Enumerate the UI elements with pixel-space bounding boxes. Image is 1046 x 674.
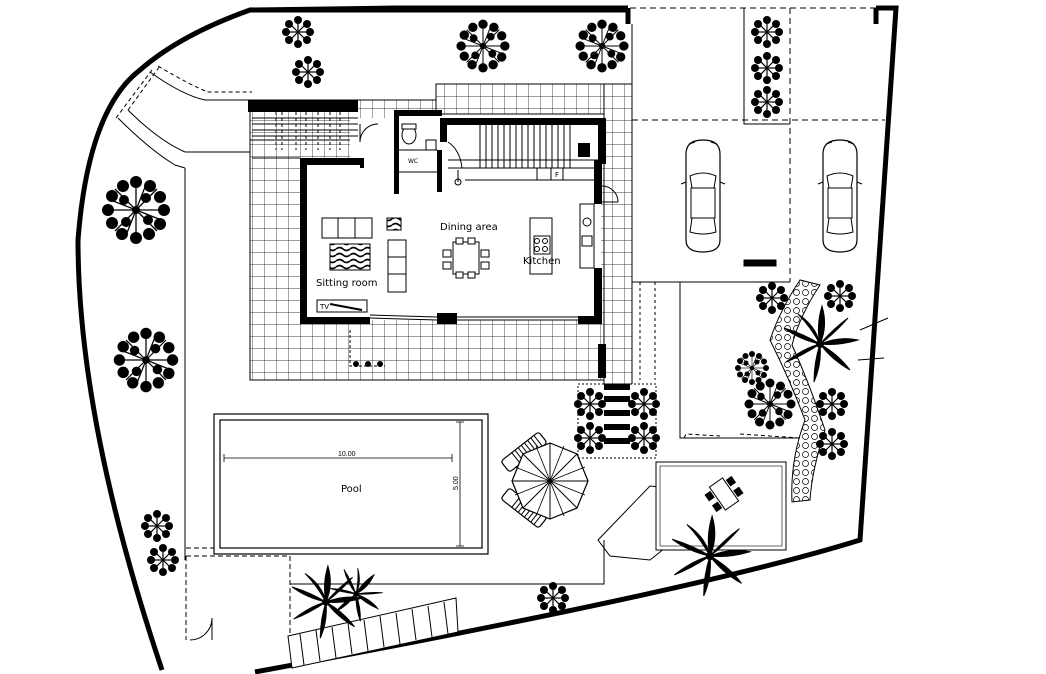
parasol-icon <box>511 442 589 520</box>
kitchen-island <box>529 167 595 275</box>
shrub-icon <box>815 427 849 461</box>
tree-icon <box>744 378 796 430</box>
car-icon <box>680 139 726 253</box>
tree-icon <box>101 175 171 245</box>
stepping-pads <box>577 383 657 459</box>
kitchen-label: Kitchen <box>523 256 561 267</box>
carport <box>630 7 885 439</box>
pool: 10.00 5.00 Pool <box>213 413 489 555</box>
wc-label: WC <box>408 158 418 165</box>
shrub-icon <box>146 543 180 577</box>
dining-area-label: Dining area <box>440 222 498 233</box>
dining-table <box>442 237 490 279</box>
shrub-icon <box>573 387 607 421</box>
pool-label: Pool <box>341 484 362 495</box>
shrub-icon <box>536 581 570 615</box>
shrub-icon <box>627 421 661 455</box>
stone-path <box>769 279 826 503</box>
tree-icon <box>734 350 770 386</box>
sofa <box>321 217 407 293</box>
staircase <box>447 125 598 186</box>
wc-room: WC <box>398 123 437 173</box>
house: WC TV Sitting room <box>248 100 619 378</box>
shrub-icon <box>573 421 607 455</box>
tree-icon <box>574 18 630 74</box>
shrub-icon <box>815 387 849 421</box>
shrub-icon <box>823 279 857 313</box>
shrub-icon <box>140 509 174 543</box>
shrub-icon <box>750 15 784 49</box>
tv-unit: TV <box>316 299 368 313</box>
shrub-icon <box>750 85 784 119</box>
pool-length-label: 10.00 <box>338 451 356 458</box>
tree-icon <box>455 18 511 74</box>
car-icon <box>817 139 863 253</box>
shrub-icon <box>755 281 789 315</box>
fridge-label: F <box>555 171 559 179</box>
garden-lights <box>349 330 385 367</box>
sitting-room-label: Sitting room <box>316 278 377 289</box>
shrub-icon <box>281 15 315 49</box>
tv-label: TV <box>319 303 329 311</box>
garden-steps <box>287 597 459 669</box>
shrub-icon <box>627 387 661 421</box>
shrub-icon <box>291 55 325 89</box>
entry-path <box>115 65 252 560</box>
outdoor-dining <box>655 461 787 551</box>
pool-width-label: 5.00 <box>453 476 460 490</box>
tree-icon <box>113 327 179 393</box>
shrub-icon <box>750 51 784 85</box>
